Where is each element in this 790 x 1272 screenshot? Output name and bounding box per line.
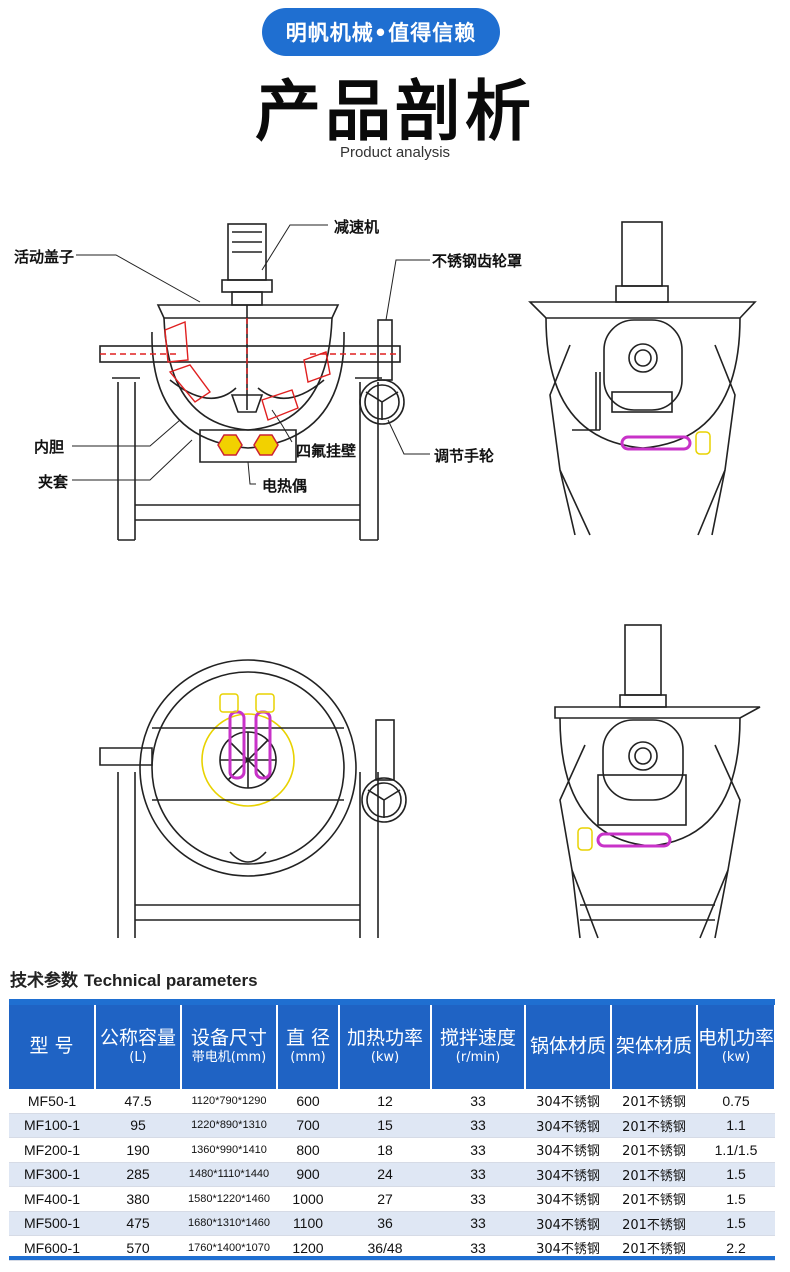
cell-diameter: 800	[277, 1137, 339, 1163]
tech-title-en: Technical parameters	[84, 971, 258, 990]
cell-diameter: 1100	[277, 1211, 339, 1236]
cell-frame-material: 201不锈钢	[611, 1113, 697, 1138]
side-view-drawing	[528, 221, 757, 536]
cell-motor-power: 0.75	[697, 1089, 775, 1114]
header-model: 型 号	[9, 1005, 96, 1089]
cell-capacity: 95	[95, 1113, 181, 1138]
cell-capacity: 190	[95, 1137, 181, 1163]
brand-banner: 明帆机械•值得信赖	[262, 8, 500, 56]
cell-motor-power: 1.5	[697, 1186, 775, 1212]
cutaway-highlights	[100, 318, 400, 421]
top-view-drawing	[99, 659, 407, 938]
cell-motor-power: 1.1	[697, 1113, 775, 1138]
cell-heating-power: 24	[339, 1162, 431, 1187]
cell-diameter: 900	[277, 1162, 339, 1187]
header-capacity: 公称容量(L)	[95, 1005, 182, 1089]
cell-heating-power: 15	[339, 1113, 431, 1138]
cell-capacity: 285	[95, 1162, 181, 1187]
cell-dimensions: 1220*890*1310	[181, 1113, 277, 1138]
cell-stir-speed: 33	[431, 1211, 525, 1236]
cell-diameter: 700	[277, 1113, 339, 1138]
cell-frame-material: 201不锈钢	[611, 1186, 697, 1212]
table-header-row: 型 号 公称容量(L) 设备尺寸带电机(mm) 直 径(mm) 加热功率(kw)…	[9, 1005, 776, 1089]
cell-body-material: 304不锈钢	[525, 1089, 611, 1114]
cell-heating-power: 27	[339, 1186, 431, 1212]
cell-model: MF500-1	[9, 1211, 95, 1236]
cell-capacity: 47.5	[95, 1089, 181, 1114]
cell-frame-material: 201不锈钢	[611, 1162, 697, 1187]
cell-stir-speed: 33	[431, 1162, 525, 1187]
cell-heating-power: 18	[339, 1137, 431, 1163]
cell-dimensions: 1360*990*1410	[181, 1137, 277, 1163]
header-diameter: 直 径(mm)	[277, 1005, 340, 1089]
cell-dimensions: 1480*1110*1440	[181, 1162, 277, 1187]
header-frame-material: 架体材质	[611, 1005, 698, 1089]
label-lid: 活动盖子	[14, 248, 75, 266]
cell-model: MF400-1	[9, 1186, 95, 1212]
header-dimensions: 设备尺寸带电机(mm)	[181, 1005, 278, 1089]
label-reducer: 减速机	[334, 218, 380, 236]
label-thermocouple: 电热偶	[262, 477, 308, 495]
page-title: 产品剖析	[255, 73, 535, 150]
cell-body-material: 304不锈钢	[525, 1211, 611, 1236]
tech-params-title: 技术参数 Technical parameters	[10, 966, 258, 991]
table-bottom-rule	[9, 1256, 775, 1260]
cell-motor-power: 1.5	[697, 1162, 775, 1187]
rear-view-drawing	[554, 624, 761, 939]
spec-table-container: 型 号 公称容量(L) 设备尺寸带电机(mm) 直 径(mm) 加热功率(kw)…	[9, 999, 776, 1267]
page-subtitle: Product analysis	[339, 144, 451, 161]
cell-body-material: 304不锈钢	[525, 1186, 611, 1212]
cell-body-material: 304不锈钢	[525, 1162, 611, 1187]
label-handwheel: 调节手轮	[434, 447, 495, 465]
cell-model: MF50-1	[9, 1089, 95, 1114]
cell-stir-speed: 33	[431, 1137, 525, 1163]
label-gear-cover: 不锈钢齿轮罩	[432, 252, 523, 270]
cell-capacity: 475	[95, 1211, 181, 1236]
cell-dimensions: 1120*790*1290	[181, 1089, 277, 1114]
header-heating-power: 加热功率(kw)	[339, 1005, 432, 1089]
cell-frame-material: 201不锈钢	[611, 1211, 697, 1236]
cell-model: MF100-1	[9, 1113, 95, 1138]
cell-dimensions: 1580*1220*1460	[181, 1186, 277, 1212]
cell-body-material: 304不锈钢	[525, 1137, 611, 1163]
cell-dimensions: 1680*1310*1460	[181, 1211, 277, 1236]
cell-stir-speed: 33	[431, 1186, 525, 1212]
heater-elements	[228, 435, 692, 848]
label-inner-tank: 内胆	[34, 438, 65, 456]
cell-stir-speed: 33	[431, 1089, 525, 1114]
cell-capacity: 380	[95, 1186, 181, 1212]
label-jacket: 夹套	[38, 473, 69, 491]
cell-model: MF200-1	[9, 1137, 95, 1163]
header-stir-speed: 搅拌速度(r/min)	[431, 1005, 526, 1089]
cell-model: MF300-1	[9, 1162, 95, 1187]
label-ptfe-wall: 四氟挂壁	[296, 442, 357, 460]
tech-title-cn: 技术参数	[10, 971, 78, 991]
cell-stir-speed: 33	[431, 1113, 525, 1138]
spec-table: 型 号 公称容量(L) 设备尺寸带电机(mm) 直 径(mm) 加热功率(kw)…	[9, 1005, 776, 1261]
product-drawings	[72, 221, 761, 939]
cell-heating-power: 12	[339, 1089, 431, 1114]
header-body-material: 锅体材质	[525, 1005, 612, 1089]
cell-frame-material: 201不锈钢	[611, 1137, 697, 1163]
cell-heating-power: 36	[339, 1211, 431, 1236]
cell-diameter: 1000	[277, 1186, 339, 1212]
header-motor-power: 电机功率(kw)	[697, 1005, 776, 1089]
cell-diameter: 600	[277, 1089, 339, 1114]
cell-body-material: 304不锈钢	[525, 1113, 611, 1138]
thermocouple-markers	[217, 434, 279, 456]
cell-motor-power: 1.1/1.5	[697, 1137, 775, 1163]
cell-motor-power: 1.5	[697, 1211, 775, 1236]
cell-frame-material: 201不锈钢	[611, 1089, 697, 1114]
front-section-drawing	[72, 223, 430, 541]
sensor-markers	[219, 431, 711, 851]
